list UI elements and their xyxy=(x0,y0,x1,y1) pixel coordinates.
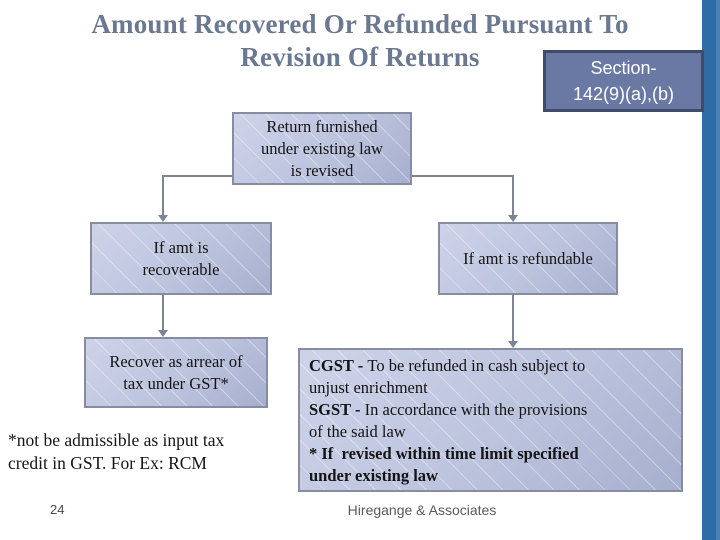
section-badge-line2: 142(9)(a),(b) xyxy=(572,84,675,104)
connector-left-vertical xyxy=(162,175,164,216)
connector-right-vertical xyxy=(512,175,514,216)
flow-box-recover-arrear-label: Recover as arrear of tax under GST* xyxy=(109,351,243,393)
refund-details-box: CGST - To be refunded in cash subject to… xyxy=(298,348,683,492)
connector-recoverable-to-recover xyxy=(162,295,164,331)
flow-box-return-revised-label: Return furnished under existing law is r… xyxy=(261,116,383,180)
arrowhead-down-icon xyxy=(158,215,168,222)
refund-details-line: SGST - In accordance with the provisions xyxy=(309,400,588,419)
footnote-text: *not be admissible as input tax credit i… xyxy=(8,429,298,475)
refund-details-line: CGST - To be refunded in cash subject to xyxy=(309,356,586,375)
flow-box-amount-refundable-label: If amt is refundable xyxy=(463,248,593,268)
flow-box-recover-arrear: Recover as arrear of tax under GST* xyxy=(84,337,268,408)
section-badge-line1: Section- xyxy=(590,58,657,78)
refund-details-line: under existing law xyxy=(309,466,438,485)
connector-refundable-to-details xyxy=(512,295,514,342)
refund-details-line: unjust enrichment xyxy=(309,378,428,397)
arrowhead-down-icon xyxy=(158,330,168,337)
slide-title: Amount Recovered Or Refunded Pursuant To… xyxy=(20,8,700,74)
flow-box-amount-recoverable-label: If amt is recoverable xyxy=(142,237,220,279)
flow-box-amount-refundable: If amt is refundable xyxy=(438,222,618,295)
footnote-line1: *not be admissible as input tax xyxy=(8,430,225,450)
page-number: 24 xyxy=(50,502,65,517)
slide-title-line1: Amount Recovered Or Refunded Pursuant To xyxy=(91,9,629,39)
connector-right-horizontal xyxy=(412,175,513,177)
arrowhead-down-icon xyxy=(508,215,518,222)
section-badge: Section- 142(9)(a),(b) xyxy=(543,50,704,112)
footer-company: Hiregange & Associates xyxy=(347,502,497,518)
side-accent-stripe xyxy=(702,0,720,540)
flow-box-return-revised: Return furnished under existing law is r… xyxy=(232,112,412,185)
refund-details-line: of the said law xyxy=(309,422,406,441)
arrowhead-down-icon xyxy=(508,341,518,348)
connector-left-horizontal xyxy=(163,175,232,177)
footnote-line2: credit in GST. For Ex: RCM xyxy=(8,453,207,473)
refund-details-line: * If revised within time limit specified xyxy=(309,444,579,463)
slide-title-line2: Revision Of Returns xyxy=(240,42,480,72)
flow-box-amount-recoverable: If amt is recoverable xyxy=(90,222,272,295)
